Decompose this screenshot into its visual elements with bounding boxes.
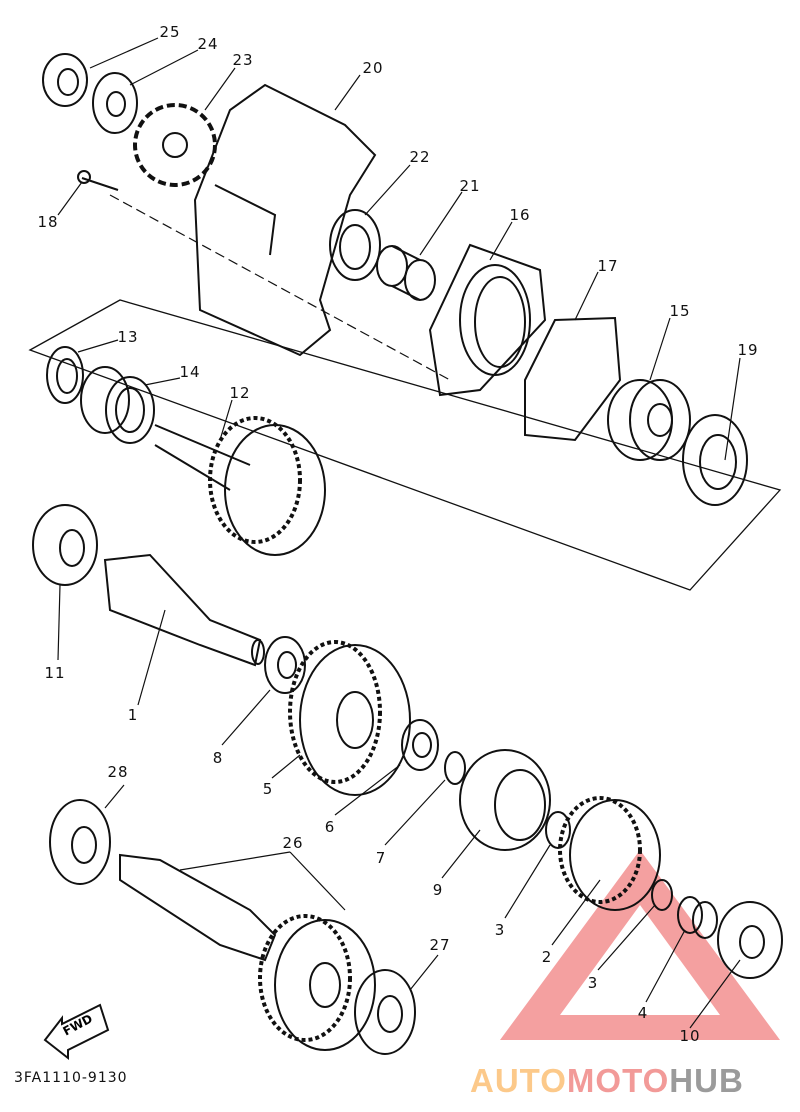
cover-20 — [193, 83, 377, 357]
watermark-auto: AUTO — [470, 1062, 567, 1099]
part-label-27: 27 — [429, 936, 451, 954]
part-label-4: 4 — [637, 1004, 649, 1022]
part-label-11: 11 — [44, 664, 66, 682]
washer-3 — [545, 811, 571, 849]
part-label-17: 17 — [597, 257, 619, 275]
bearing-28 — [49, 799, 111, 885]
part-label-24: 24 — [197, 35, 219, 53]
part-label-12: 12 — [229, 384, 251, 402]
collar-4 — [677, 896, 718, 939]
bolt-18 — [77, 170, 119, 191]
part-label-23: 23 — [232, 51, 254, 69]
fwd-arrow-icon — [43, 1003, 110, 1061]
part-label-3: 3 — [494, 921, 506, 939]
washer-13 — [46, 346, 84, 404]
bearing-10 — [717, 901, 783, 979]
part-label-14: 14 — [179, 363, 201, 381]
sprocket-23 — [133, 103, 217, 187]
part-label-18: 18 — [37, 213, 59, 231]
circlip-7 — [444, 751, 466, 785]
part-label-1: 1 — [127, 706, 139, 724]
part-label-15: 15 — [669, 302, 691, 320]
bearing-27 — [354, 969, 416, 1055]
part-label-13: 13 — [117, 328, 139, 346]
part-label-2: 2 — [541, 948, 553, 966]
watermark-moto: MOTO — [566, 1062, 670, 1099]
part-label-3b: 3 — [587, 974, 599, 992]
assembly-boundary — [28, 299, 782, 591]
diagram-code: 3FA1110-9130 — [14, 1070, 128, 1086]
washer-8 — [264, 636, 306, 694]
main-axle-1 — [103, 553, 265, 667]
part-label-21: 21 — [459, 177, 481, 195]
washer-3b — [651, 879, 673, 911]
part-label-6: 6 — [324, 818, 336, 836]
part-label-9: 9 — [432, 881, 444, 899]
bearing-14 — [80, 366, 155, 444]
leader-lines — [57, 37, 741, 1029]
part-label-19: 19 — [737, 341, 759, 359]
part-label-22: 22 — [409, 148, 431, 166]
watermark-hub: HUB — [669, 1062, 744, 1099]
center-line — [109, 194, 451, 381]
part-label-26: 26 — [282, 834, 304, 852]
gasket-17 — [524, 316, 622, 442]
shaft-26 — [119, 853, 277, 962]
shaft-12 — [154, 416, 326, 556]
part-label-28: 28 — [107, 763, 129, 781]
part-label-20: 20 — [362, 59, 384, 77]
part-label-25: 25 — [159, 23, 181, 41]
gear-2 — [558, 796, 661, 911]
part-label-10: 10 — [679, 1027, 701, 1045]
part-label-16: 16 — [509, 206, 531, 224]
dog-clutch-9 — [459, 749, 551, 851]
lock-washer-19 — [682, 414, 748, 506]
housing-16 — [428, 243, 547, 397]
gear-5 — [288, 640, 411, 796]
bearing-11 — [32, 504, 98, 586]
part-label-8: 8 — [212, 749, 224, 767]
lock-washer-24 — [92, 72, 138, 134]
watermark-logo: AUTOMOTOHUB — [470, 1062, 744, 1100]
oil-seal-22 — [329, 209, 381, 281]
bearing-15 — [607, 379, 691, 461]
nut-25 — [42, 53, 88, 107]
washer-6 — [401, 719, 439, 771]
watermark-triangle — [500, 850, 780, 1040]
collar-21 — [376, 245, 436, 301]
part-label-5: 5 — [262, 780, 274, 798]
gear-26 — [258, 914, 376, 1051]
part-label-7: 7 — [375, 849, 387, 867]
